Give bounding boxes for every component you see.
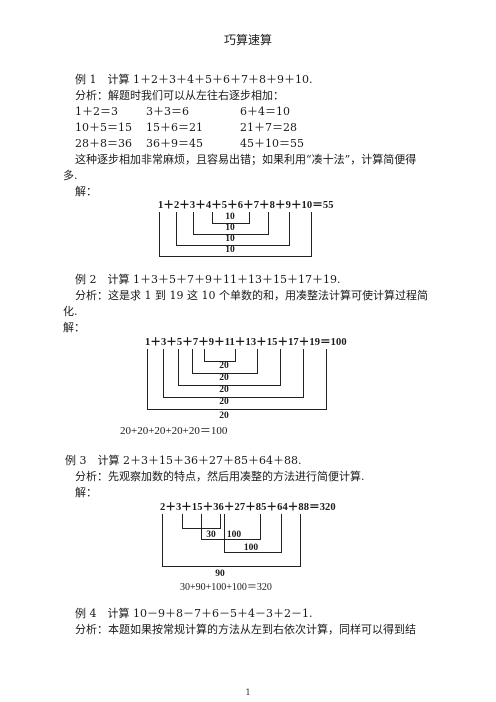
- example-3-label-90: 90: [215, 569, 225, 579]
- example-1-row-2-col-3: 21＋7＝28: [240, 121, 297, 134]
- example-2-bracket-1: [204, 349, 236, 362]
- example-1-label-1: 10: [225, 212, 235, 222]
- example-3-label-100b: 100: [243, 543, 259, 553]
- example-2-analysis-line-1: 分析：这是求 1 到 19 这 10 个单数的和，用凑整法计算可使计算过程简: [75, 289, 428, 302]
- example-1-label-3: 10: [225, 234, 235, 244]
- example-2-analysis-line-2: 化.: [63, 305, 78, 318]
- example-1-row-1-col-1: 1＋2＝3: [75, 105, 118, 118]
- example-3-sum-line: 30+90+100+100＝320: [180, 582, 272, 593]
- example-1-row-2-col-2: 15＋6＝21: [146, 121, 203, 134]
- page-number: 1: [245, 688, 251, 697]
- example-1-note-line-1: 这种逐步相加非常麻烦，且容易出错；如果利用“凑十法”，计算简便得: [75, 153, 417, 166]
- example-3-bracket-36-plus-64: [224, 514, 282, 553]
- example-2-bracket-4: [163, 349, 304, 398]
- example-1-bracket-3: [176, 212, 290, 246]
- example-3-heading: 例 3 计算 2＋3＋15＋36＋27＋85＋64＋88.: [65, 454, 302, 467]
- example-2-bracket-5: [147, 349, 327, 410]
- example-2-bracket-3: [178, 349, 281, 386]
- example-1-bracket-1: [212, 212, 250, 224]
- example-2-label-5: 20: [219, 411, 229, 421]
- example-1-solution-label: 解：: [75, 185, 97, 198]
- example-3-bracket-2-plus-88: [162, 514, 301, 567]
- page-title: 巧算速算: [223, 33, 272, 47]
- example-1-row-2-col-1: 10＋5＝15: [75, 121, 132, 134]
- example-4-heading: 例 4 计算 10－9＋8－7＋6－5＋4－3＋2－1.: [75, 607, 313, 620]
- example-2-solution-label: 解：: [63, 321, 85, 334]
- example-3-analysis: 分析：先观察加数的特点，然后用凑整的方法进行简便计算.: [75, 470, 365, 483]
- example-2-bracket-2: [192, 349, 258, 374]
- example-1-label-2: 10: [225, 223, 235, 233]
- example-2-diagram-equation: 1＋3＋5＋7＋9＋11＋13＋15＋17＋19＝100: [145, 337, 347, 348]
- example-1-row-1-col-3: 6＋4＝10: [240, 105, 290, 118]
- example-1-row-3-col-3: 45＋10＝55: [240, 137, 304, 150]
- example-2-label-1: 20: [219, 361, 229, 371]
- example-1-heading: 例 1 计算 1＋2＋3＋4＋5＋6＋7＋8＋9＋10.: [75, 73, 313, 86]
- example-1-row-3-col-2: 36＋9＝45: [146, 137, 203, 150]
- example-2-sum-line: 20+20+20+20+20＝100: [120, 425, 228, 437]
- example-3-bracket-15-plus-85: [201, 514, 261, 540]
- example-2-heading: 例 2 计算 1＋3＋5＋7＋9＋11＋13＋15＋17＋19.: [75, 273, 341, 286]
- example-1-bracket-4: [159, 212, 312, 257]
- example-1-note-line-2: 多.: [63, 169, 78, 182]
- example-3-label-100a: 100: [226, 530, 242, 540]
- example-3-solution-label: 解：: [75, 486, 97, 499]
- example-3-label-30: 30: [206, 530, 216, 540]
- example-1-row-3-col-1: 28＋8＝36: [75, 137, 132, 150]
- example-1-analysis: 分析：解题时我们可以从左往右逐步相加：: [75, 89, 284, 102]
- example-4-analysis: 分析：本题如果按常规计算的方法从左到右依次计算，同样可以得到结: [75, 623, 416, 636]
- example-2-label-2: 20: [219, 373, 229, 383]
- example-3-diagram-equation: 2＋3＋15＋36＋27＋85＋64＋88＝320: [160, 502, 336, 513]
- example-1-row-1-col-2: 3＋3＝6: [146, 105, 189, 118]
- example-2-label-3: 20: [219, 385, 229, 395]
- example-1-bracket-2: [193, 212, 269, 235]
- example-1-diagram-equation: 1＋2＋3＋4＋5＋6＋7＋8＋9＋10＝55: [158, 200, 334, 211]
- example-2-label-4: 20: [219, 397, 229, 407]
- example-1-label-4: 10: [225, 245, 235, 255]
